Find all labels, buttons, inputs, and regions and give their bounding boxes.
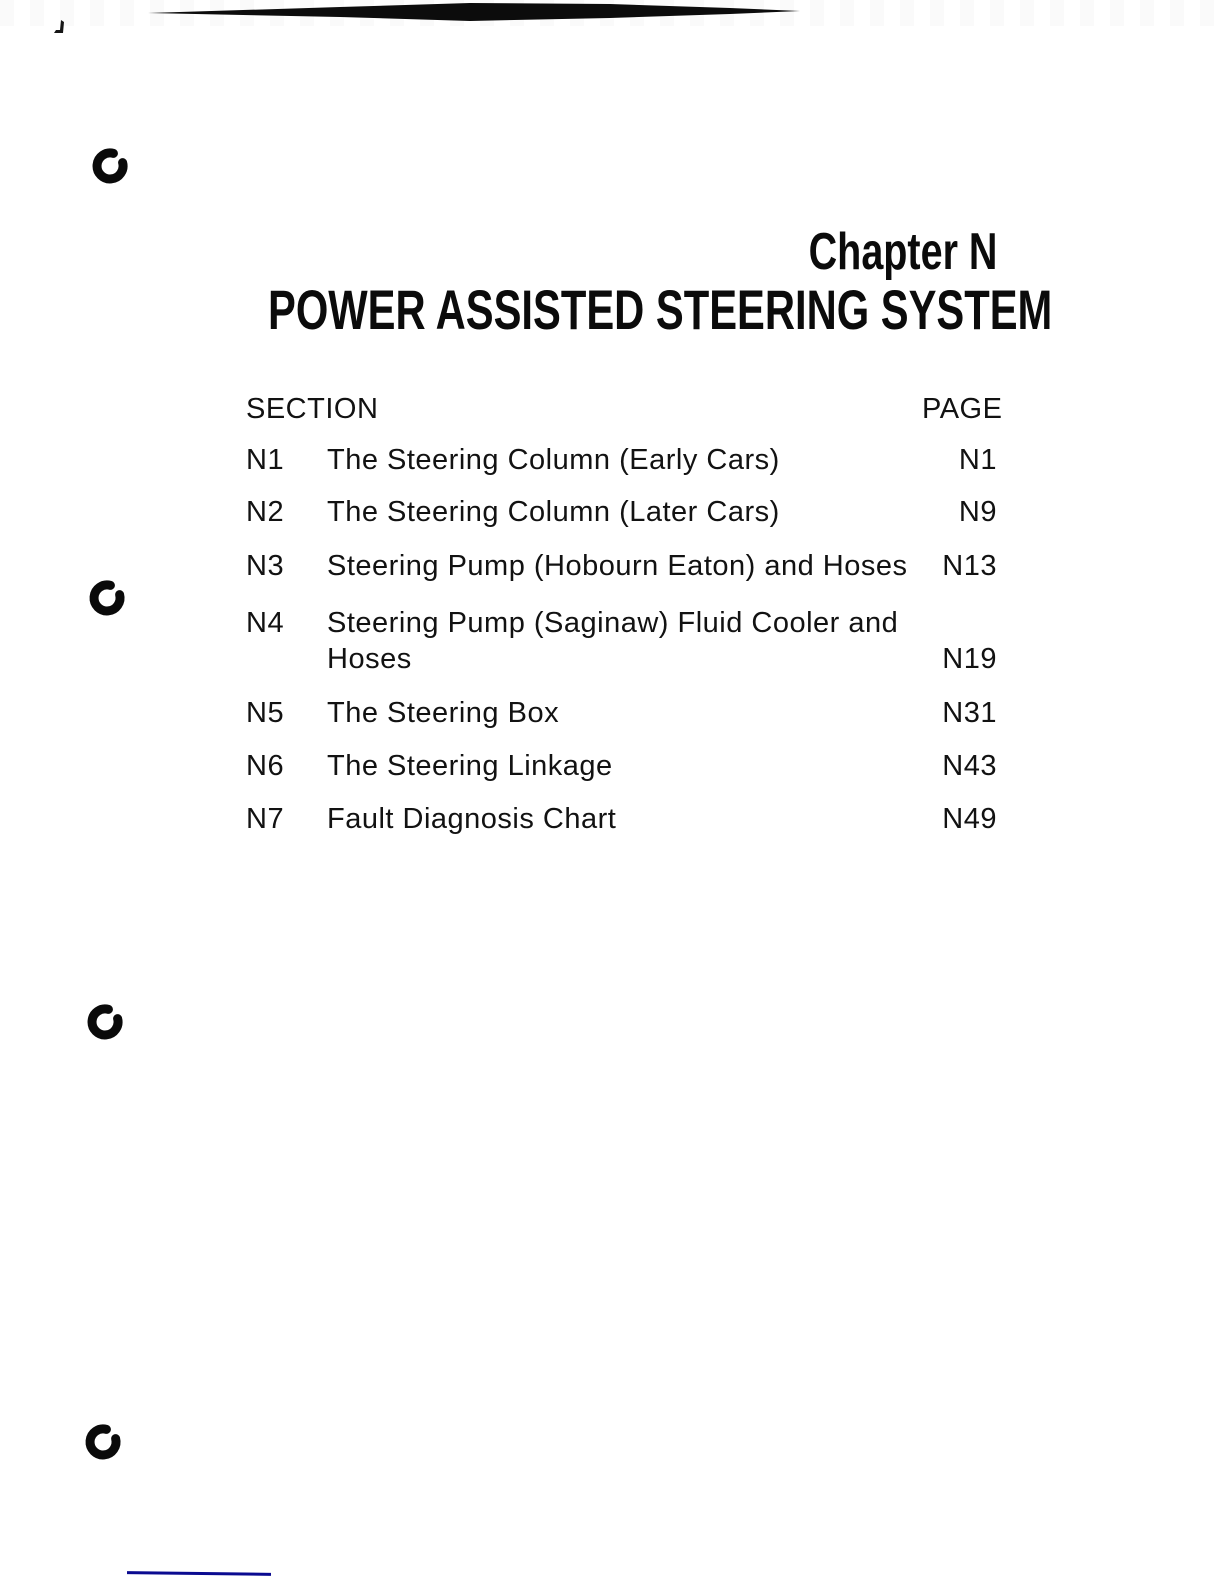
scan-mark-icon (54, 20, 64, 33)
section-number: N1 (246, 444, 285, 476)
hole-punch-mark-icon (87, 1004, 123, 1040)
section-page: N31 (942, 697, 997, 729)
section-page: N1 (958, 444, 997, 476)
section-page: N49 (942, 803, 997, 835)
hole-punch-mark-icon (85, 1424, 121, 1460)
toc-row: N7 Fault Diagnosis Chart N49 (246, 801, 997, 837)
section-title: Steering Pump (Hobourn Eaton) and Hoses (327, 550, 908, 582)
chapter-label: Chapter N (808, 223, 997, 281)
hole-punch-mark-icon (92, 148, 128, 184)
section-title: Steering Pump (Saginaw) Fluid Cooler and… (327, 607, 899, 675)
toc-header-row: SECTION PAGE (246, 391, 1002, 427)
section-title: The Steering Column (Early Cars) (327, 444, 780, 476)
section-number: N2 (246, 496, 285, 528)
section-page: N9 (958, 496, 997, 528)
toc-row: N1 The Steering Column (Early Cars) N1 (246, 442, 997, 478)
toc-row: N6 The Steering Linkage N43 (246, 748, 997, 784)
toc-row: N4 Steering Pump (Saginaw) Fluid Cooler … (246, 605, 997, 677)
table-of-contents: SECTION PAGE N1 The Steering Column (Ear… (246, 391, 1002, 861)
section-page: N13 (942, 550, 997, 582)
section-number: N5 (246, 697, 285, 729)
bottom-blue-rule (126, 1571, 272, 1576)
section-title: The Steering Box (327, 697, 560, 729)
page-title: POWER ASSISTED STEERING SYSTEM (268, 278, 1053, 341)
section-title: The Steering Linkage (327, 750, 613, 782)
section-page: N43 (942, 750, 997, 782)
toc-row: N5 The Steering Box N31 (246, 695, 997, 731)
section-title: The Steering Column (Later Cars) (327, 496, 780, 528)
section-page: N19 (942, 643, 997, 675)
toc-row: N3 Steering Pump (Hobourn Eaton) and Hos… (246, 548, 997, 584)
section-column-header: SECTION (246, 393, 379, 425)
section-number: N4 (246, 607, 285, 639)
section-title: Fault Diagnosis Chart (327, 803, 617, 835)
toc-row: N2 The Steering Column (Later Cars) N9 (246, 494, 997, 530)
hole-punch-mark-icon (89, 580, 125, 616)
section-number: N7 (246, 803, 285, 835)
section-number: N3 (246, 550, 285, 582)
scan-artifact-top-line (148, 3, 800, 21)
section-number: N6 (246, 750, 285, 782)
page-column-header: PAGE (922, 393, 1003, 425)
